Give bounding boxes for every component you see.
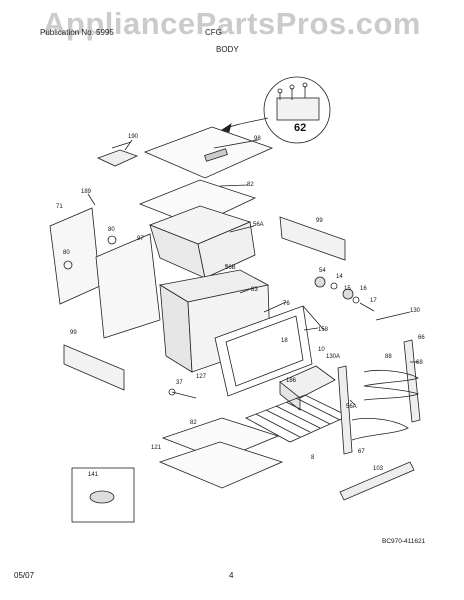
back-panel <box>279 216 346 261</box>
top-panel <box>143 126 274 179</box>
watermark: AppliancePartsPros.com <box>43 6 421 41</box>
label-56A-bottom: 56A <box>346 404 357 410</box>
label-66: 66 <box>418 335 425 341</box>
publication-number: Publication No. 5995 <box>40 28 114 37</box>
label-15: 15 <box>344 286 351 292</box>
left-side-panel <box>49 207 101 305</box>
trim-strip <box>339 461 415 501</box>
label-37: 37 <box>176 380 183 386</box>
label-127: 127 <box>196 374 207 380</box>
label-141: 141 <box>88 472 99 478</box>
label-158: 158 <box>318 327 329 333</box>
label-8: 8 <box>311 455 315 461</box>
label-71: 71 <box>56 204 63 210</box>
label-17: 17 <box>370 298 377 304</box>
label-62: 62 <box>294 122 306 134</box>
label-83: 83 <box>251 287 258 293</box>
label-121: 121 <box>151 445 162 451</box>
label-16: 16 <box>360 286 367 292</box>
label-88: 88 <box>385 354 392 360</box>
label-103: 103 <box>373 466 384 472</box>
label-186: 186 <box>286 378 297 384</box>
label-190: 190 <box>128 134 139 140</box>
label-18: 18 <box>281 338 288 344</box>
label-98: 98 <box>254 136 261 142</box>
label-130A: 130A <box>326 354 340 360</box>
knob-16 <box>342 288 354 300</box>
label-54: 54 <box>319 268 326 274</box>
diagram-code: BC970-411621 <box>382 538 426 545</box>
broil-element <box>363 370 420 401</box>
label-56B: 56B <box>225 265 236 271</box>
bottom-panel <box>158 441 284 489</box>
label-10: 10 <box>318 347 325 353</box>
label-82-top: 82 <box>247 182 254 188</box>
knob-54 <box>314 276 326 288</box>
footer-date: 05/07 <box>14 571 35 580</box>
label-82-bottom: 82 <box>190 420 197 426</box>
section-title: BODY <box>216 45 239 54</box>
model-label: CFG <box>205 28 222 37</box>
label-80-left: 80 <box>63 250 70 256</box>
label-56A-top: 56A <box>253 222 264 228</box>
label-80-top: 80 <box>108 227 115 233</box>
label-14: 14 <box>336 274 343 280</box>
label-130: 130 <box>410 308 421 314</box>
label-189: 189 <box>81 189 92 195</box>
bracket-part <box>96 149 139 167</box>
label-99-left: 99 <box>70 330 77 336</box>
label-67: 67 <box>358 449 365 455</box>
label-68: 68 <box>416 360 423 366</box>
page-number: 4 <box>229 571 234 580</box>
label-99-right: 99 <box>316 218 323 224</box>
label-97: 97 <box>137 236 144 242</box>
label-76: 76 <box>283 301 290 307</box>
bake-element <box>351 418 409 441</box>
